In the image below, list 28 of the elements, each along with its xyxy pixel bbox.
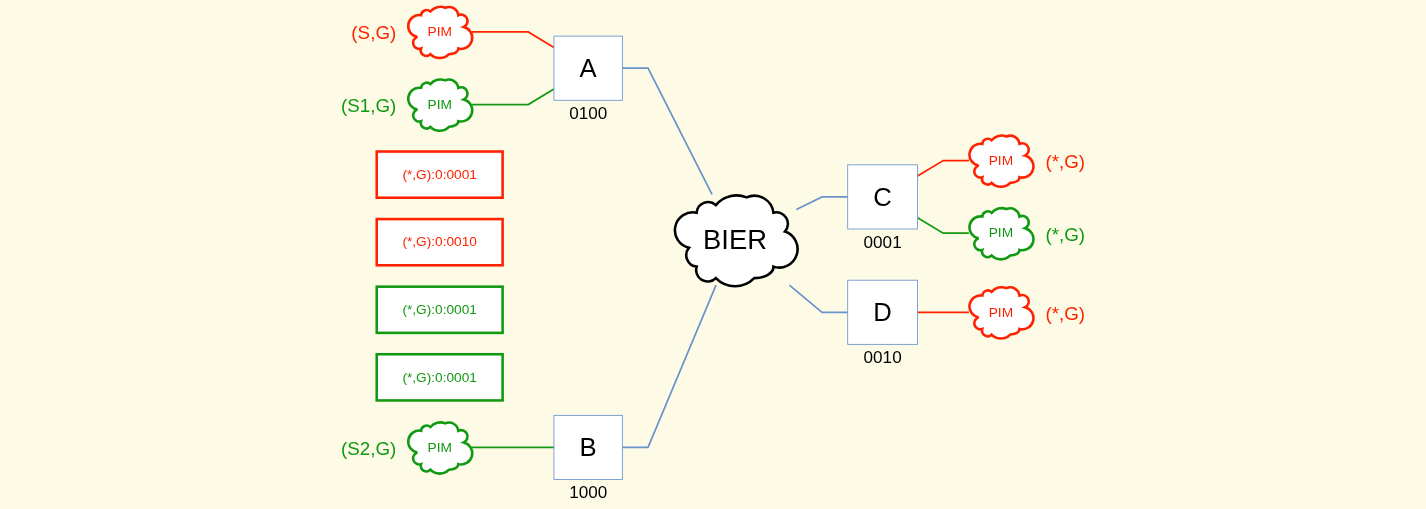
connector: [621, 284, 717, 449]
node-box: D: [847, 279, 918, 345]
route-label: (*,G): [1045, 151, 1086, 172]
connector: [795, 196, 849, 211]
bit-string-label: 0100: [569, 104, 608, 124]
node-box: (*,G):0:0001: [375, 352, 504, 402]
connector: [470, 88, 555, 106]
node-box: (*,G):0:0010: [375, 217, 504, 267]
connector: [916, 216, 970, 235]
connector: [470, 31, 555, 49]
route-label: (*,G): [1045, 302, 1086, 324]
node-box: C: [847, 164, 918, 230]
connector: [621, 67, 713, 196]
connector: [916, 159, 970, 177]
bit-string-label: 1000: [569, 483, 608, 503]
bit-string-label: 0001: [863, 232, 902, 252]
route-label: (*,G): [1045, 223, 1086, 245]
route-label: (S2,G): [340, 437, 397, 459]
connector: [470, 446, 555, 449]
route-label: (S1,G): [340, 94, 397, 116]
bit-string-label: 0010: [863, 348, 902, 368]
connector: [788, 284, 849, 314]
node-box: B: [553, 414, 623, 480]
node-box: (*,G):0:0001: [375, 150, 504, 199]
node-box: (*,G):0:0001: [375, 285, 504, 335]
route-label: (S,G): [351, 22, 397, 44]
connector: [916, 311, 970, 314]
node-box: A: [553, 35, 623, 101]
